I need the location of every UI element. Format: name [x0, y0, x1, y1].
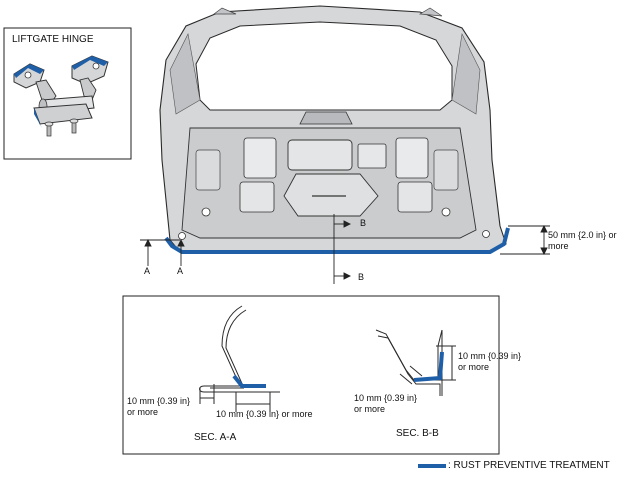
marker-a-left: A	[144, 266, 151, 276]
dimension-sec-a-left-line1: 10 mm {0.39 in}	[127, 396, 191, 406]
hinge-inset-title: LIFTGATE HINGE	[12, 34, 94, 45]
dimension-50mm-line1: 50 mm {2.0 in} or	[548, 230, 617, 240]
dimension-sec-b-right-line1: 10 mm {0.39 in}	[458, 351, 522, 361]
section-marker-lines	[140, 214, 550, 284]
section-b-b-drawing	[375, 329, 456, 396]
hinge-inset	[3, 27, 132, 160]
liftgate-panel	[159, 5, 510, 254]
dimension-sec-a-bottom: 10 mm {0.39 in} or more	[216, 409, 313, 419]
section-a-a-caption: SEC. A-A	[194, 432, 237, 443]
marker-b-bottom: B	[358, 272, 365, 282]
section-b-b-treatment	[413, 351, 444, 382]
dimension-sec-b-left-line1: 10 mm {0.39 in}	[354, 393, 418, 403]
section-box	[122, 295, 500, 455]
dimension-50mm-line2: more	[548, 241, 569, 251]
marker-b-top: B	[360, 218, 367, 228]
legend-label: : RUST PREVENTIVE TREATMENT	[448, 460, 610, 471]
dimension-sec-a-left-line2: or more	[127, 407, 159, 417]
hinge-illustration	[13, 55, 109, 137]
marker-a-right: A	[177, 266, 184, 276]
dimension-sec-b-right-line2: or more	[458, 362, 490, 372]
section-b-b-caption: SEC. B-B	[396, 428, 439, 439]
section-a-a-drawing	[199, 305, 280, 412]
section-a-a-treatment	[232, 374, 266, 388]
dimension-sec-b-left-line2: or more	[354, 404, 386, 414]
